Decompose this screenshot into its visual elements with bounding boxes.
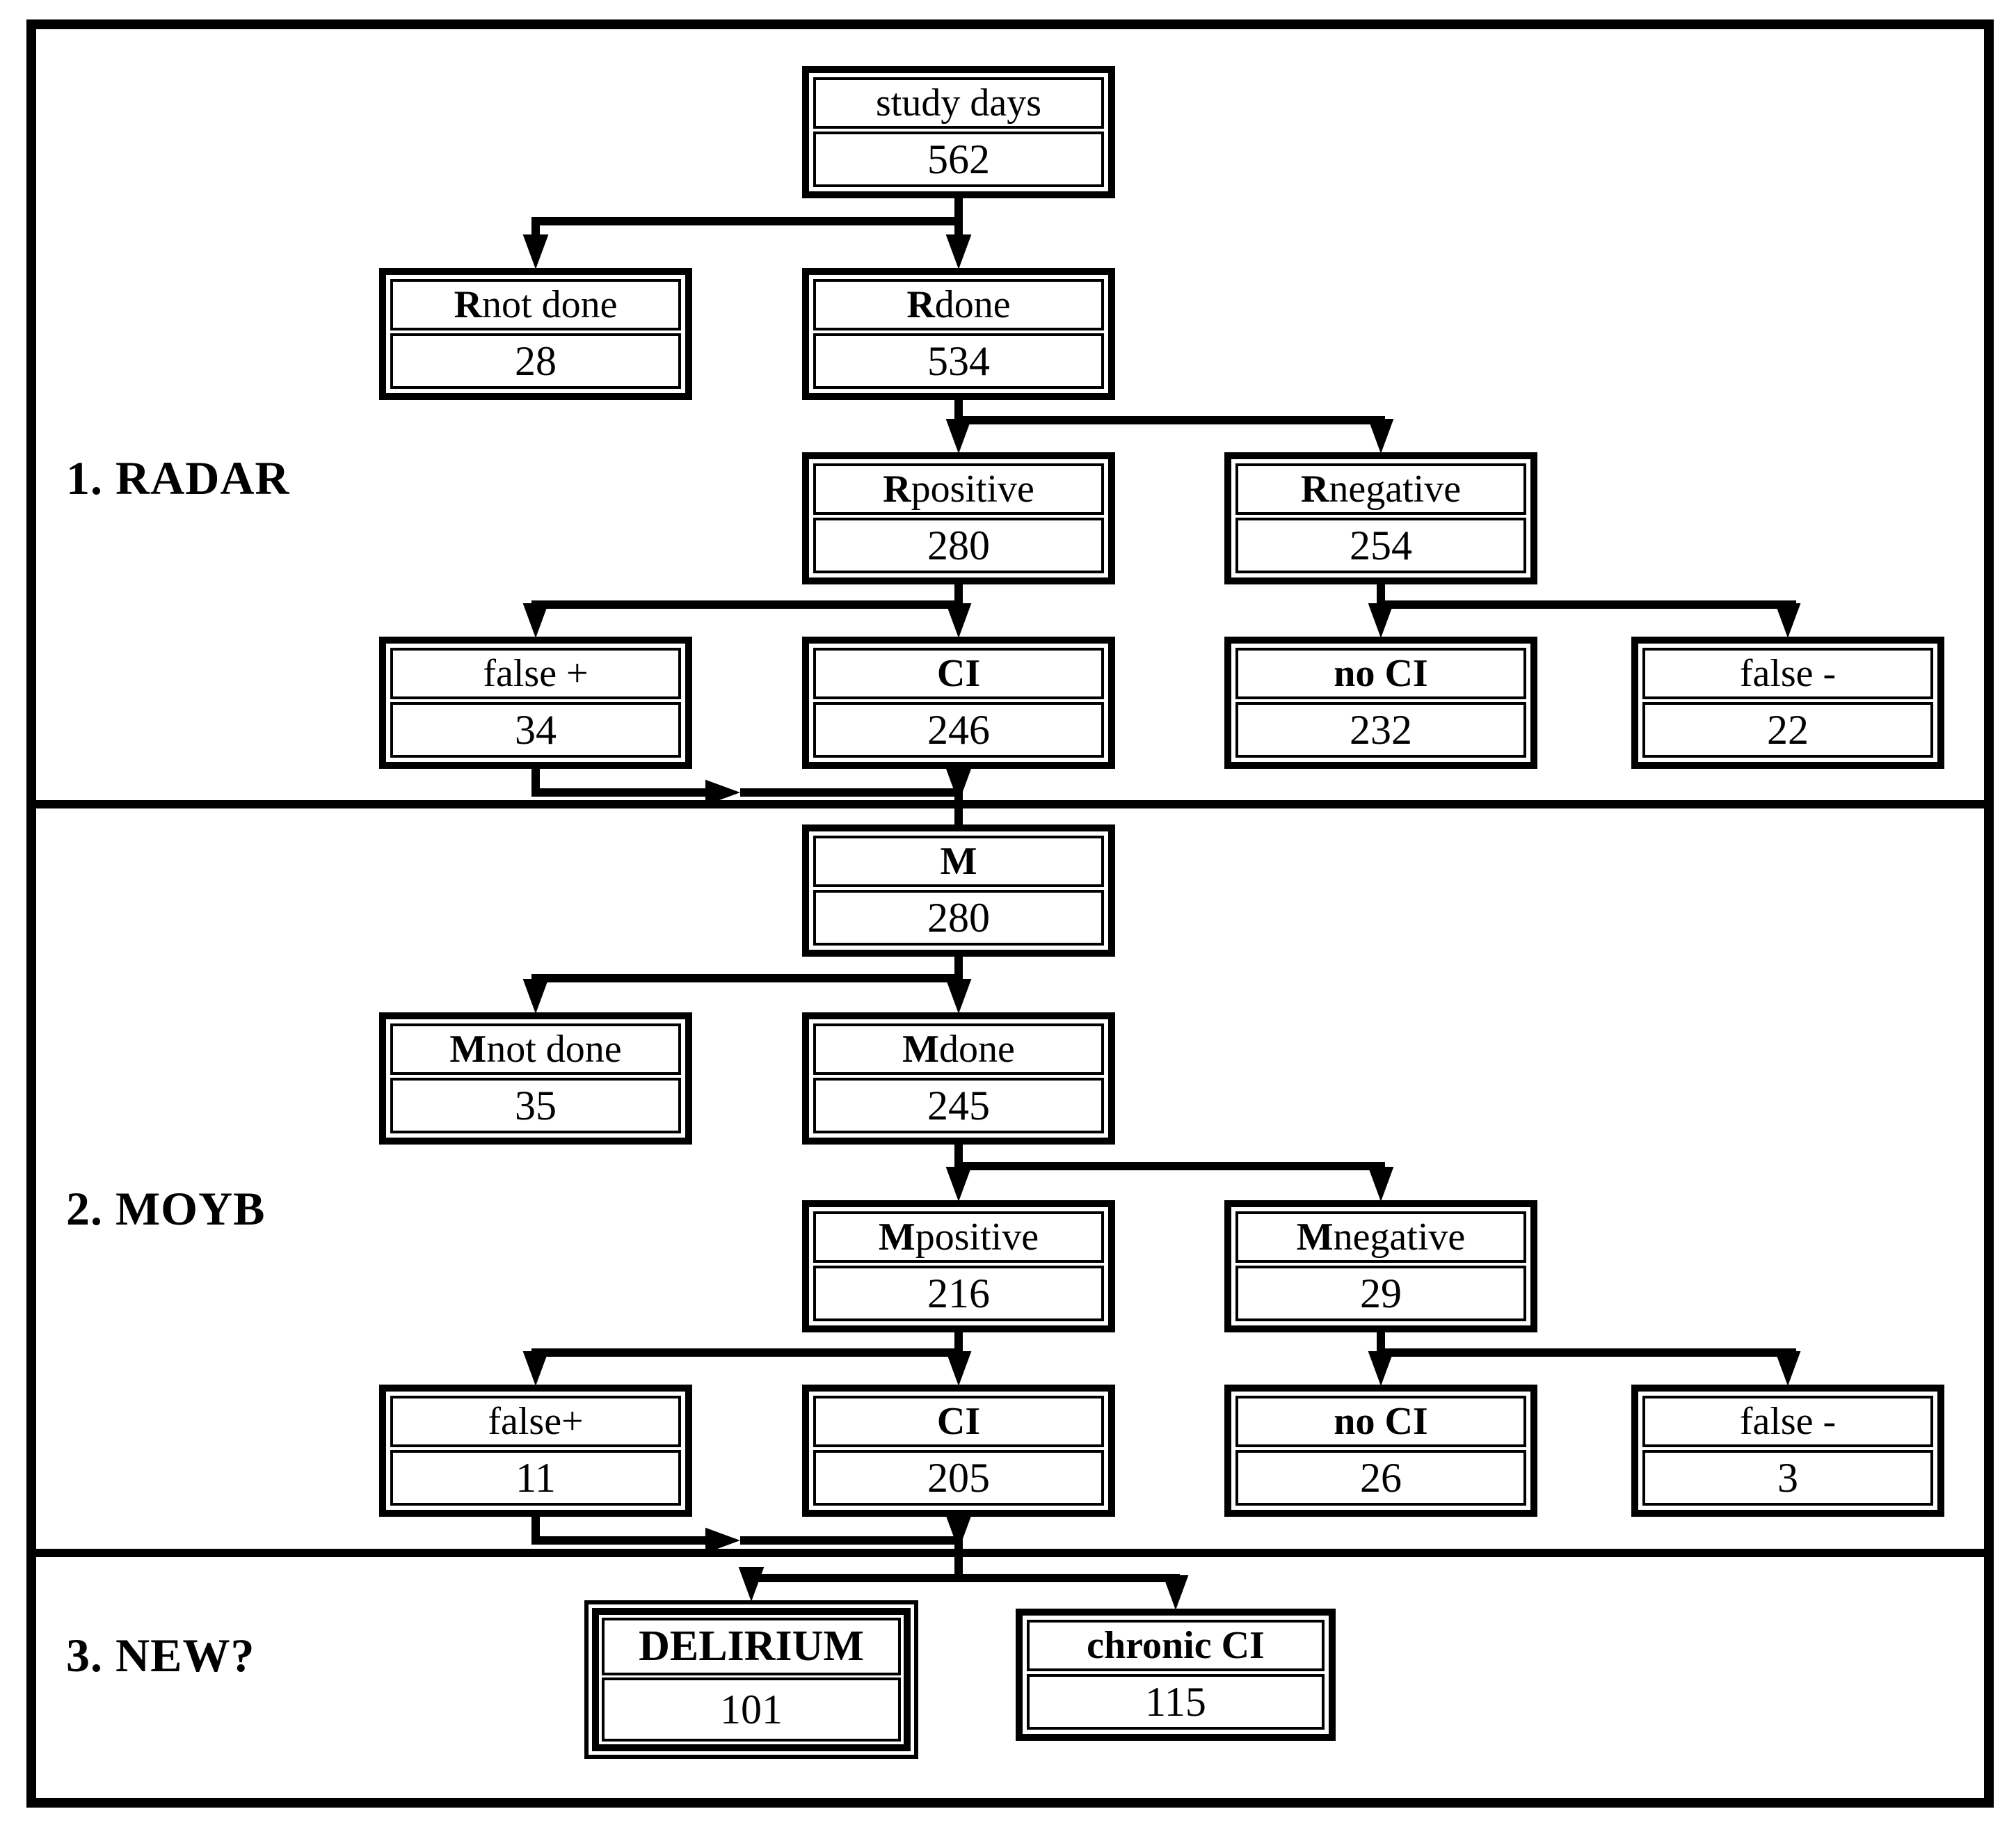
node-value: 22 xyxy=(1642,702,1933,758)
node-label: chronic CI xyxy=(1027,1620,1325,1672)
node-label: DELIRIUM xyxy=(602,1618,901,1675)
node-label: R positive xyxy=(813,463,1104,516)
flow-line xyxy=(531,600,963,609)
flow-line xyxy=(740,788,963,797)
node-label: M negative xyxy=(1235,1211,1526,1264)
node-label: no CI xyxy=(1235,1396,1526,1448)
node-value: 28 xyxy=(390,333,681,389)
node-m: M 280 xyxy=(802,824,1115,957)
node-delirium: DELIRIUM 101 xyxy=(584,1600,918,1759)
flow-line xyxy=(1377,600,1796,609)
node-label: M positive xyxy=(813,1211,1104,1264)
node-value: 3 xyxy=(1642,1450,1933,1506)
node-value: 34 xyxy=(390,702,681,758)
flow-line xyxy=(1377,1348,1796,1357)
node-value: 280 xyxy=(813,518,1104,573)
node-delirium-inner-border: DELIRIUM 101 xyxy=(592,1608,911,1751)
node-value: 216 xyxy=(813,1266,1104,1321)
flow-line xyxy=(740,1536,963,1545)
section-divider-2 xyxy=(26,1549,1994,1557)
node-label: R negative xyxy=(1235,463,1526,516)
node-m-positive: M positive 216 xyxy=(802,1200,1115,1332)
section-divider-1 xyxy=(26,800,1994,808)
node-study-days: study days 562 xyxy=(802,66,1115,198)
node-m-not-done: M not done 35 xyxy=(379,1012,692,1145)
node-r-negative: R negative 254 xyxy=(1224,452,1537,584)
flow-line xyxy=(531,974,963,982)
node-value: 11 xyxy=(390,1450,681,1506)
node-m-negative: M negative 29 xyxy=(1224,1200,1537,1332)
node-r-positive: R positive 280 xyxy=(802,452,1115,584)
node-label: R not done xyxy=(390,279,681,331)
node-value: 29 xyxy=(1235,1266,1526,1321)
node-value: 245 xyxy=(813,1078,1104,1133)
node-false-negative-moyb: false - 3 xyxy=(1631,1385,1944,1517)
node-label: M done xyxy=(813,1023,1104,1076)
node-m-done: M done 245 xyxy=(802,1012,1115,1145)
node-chronic-ci: chronic CI 115 xyxy=(1016,1609,1336,1741)
node-r-done: R done 534 xyxy=(802,268,1115,400)
node-value: 246 xyxy=(813,702,1104,758)
node-no-ci-moyb: no CI 26 xyxy=(1224,1385,1537,1517)
flow-line xyxy=(747,1574,1180,1582)
node-ci-radar: CI 246 xyxy=(802,637,1115,769)
flow-line xyxy=(531,1348,963,1357)
node-false-positive-radar: false + 34 xyxy=(379,637,692,769)
node-label: M not done xyxy=(390,1023,681,1076)
node-label: false + xyxy=(390,648,681,700)
node-label: CI xyxy=(813,1396,1104,1448)
node-label: M xyxy=(813,836,1104,888)
flow-line xyxy=(954,1162,1385,1170)
node-value: 115 xyxy=(1027,1674,1325,1730)
node-label: study days xyxy=(813,77,1104,129)
node-label: false - xyxy=(1642,1396,1933,1448)
node-false-negative-radar: false - 22 xyxy=(1631,637,1944,769)
node-label: CI xyxy=(813,648,1104,700)
flow-line xyxy=(531,1536,705,1545)
node-label: R done xyxy=(813,279,1104,331)
node-false-positive-moyb: false+ 11 xyxy=(379,1385,692,1517)
node-value: 205 xyxy=(813,1450,1104,1506)
section-label-new: 3. NEW? xyxy=(66,1629,255,1682)
node-label: false - xyxy=(1642,648,1933,700)
flow-line xyxy=(531,788,705,797)
node-value: 26 xyxy=(1235,1450,1526,1506)
node-ci-moyb: CI 205 xyxy=(802,1385,1115,1517)
node-no-ci-radar: no CI 232 xyxy=(1224,637,1537,769)
node-value: 254 xyxy=(1235,518,1526,573)
node-label: no CI xyxy=(1235,648,1526,700)
node-value: 35 xyxy=(390,1078,681,1133)
node-value: 562 xyxy=(813,132,1104,187)
flow-line xyxy=(531,217,963,225)
section-label-radar: 1. RADAR xyxy=(66,452,290,504)
flow-line xyxy=(954,416,1385,424)
node-value: 232 xyxy=(1235,702,1526,758)
node-value: 101 xyxy=(602,1677,901,1742)
node-r-not-done: R not done 28 xyxy=(379,268,692,400)
section-label-moyb: 2. MOYB xyxy=(66,1182,266,1235)
node-value: 534 xyxy=(813,333,1104,389)
node-value: 280 xyxy=(813,890,1104,946)
node-label: false+ xyxy=(390,1396,681,1448)
